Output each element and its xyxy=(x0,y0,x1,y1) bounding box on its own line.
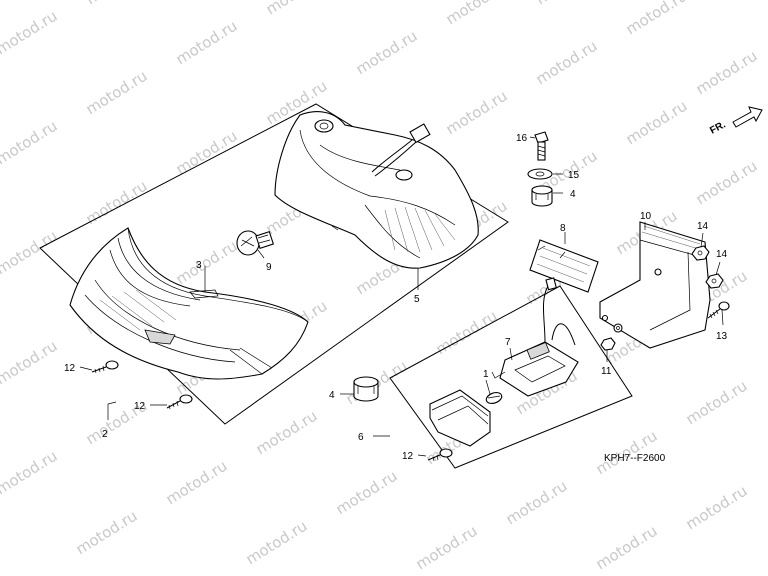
front-direction-label: FR. xyxy=(708,119,728,136)
watermark-text: motod.ru xyxy=(623,97,691,149)
watermark-text: motod.ru xyxy=(353,27,421,79)
callout-6: 6 xyxy=(358,432,364,443)
callout-15: 15 xyxy=(568,170,580,181)
watermark-text: motod.ru xyxy=(533,37,601,89)
headlight-bulb xyxy=(236,230,275,256)
callout-labels: 1 2 3 4 4 5 6 7 8 9 10 11 12 12 12 13 14… xyxy=(64,133,728,462)
washer xyxy=(527,168,553,180)
tapping-screw-13 xyxy=(707,301,730,319)
watermark-text: motod.ru xyxy=(413,522,481,574)
license-light-socket xyxy=(491,277,579,397)
watermark-text: motod.ru xyxy=(83,67,151,119)
watermark-text: motod.ru xyxy=(0,7,60,59)
watermark-text: motod.ru xyxy=(0,117,60,169)
callout-4-lower: 4 xyxy=(329,390,335,401)
front-arrow-icon xyxy=(732,106,763,128)
watermark-text: motod.ru xyxy=(173,127,241,179)
callout-12-a: 12 xyxy=(64,363,76,374)
watermark-text: motod.ru xyxy=(243,517,311,569)
callout-14-a: 14 xyxy=(697,221,709,232)
flange-nut-upper xyxy=(691,245,710,261)
leader-lines xyxy=(79,136,724,457)
callout-8: 8 xyxy=(560,223,566,234)
callout-5: 5 xyxy=(414,294,420,305)
watermark-text: motod.ru xyxy=(683,377,751,429)
watermark-text: motod.ru xyxy=(623,0,691,38)
rear-reflector xyxy=(529,239,599,293)
callout-2: 2 xyxy=(102,429,108,440)
watermark-text: motod.ru xyxy=(163,457,231,509)
license-light-assembly-frame xyxy=(389,285,633,469)
watermark-text: motod.ru xyxy=(0,227,60,279)
callout-16: 16 xyxy=(516,133,528,144)
rubber-grommet-upper xyxy=(531,185,553,207)
watermark-text: motod.ru xyxy=(0,447,60,499)
callout-9: 9 xyxy=(266,262,272,273)
callout-12-c: 12 xyxy=(402,451,414,462)
watermark-text: motod.ru xyxy=(173,237,241,289)
watermark-text: motod.ru xyxy=(173,17,241,69)
callout-14-b: 14 xyxy=(716,249,728,260)
watermark-text: motod.ru xyxy=(683,482,751,534)
front-direction-indicator: FR. xyxy=(708,106,763,137)
callout-10: 10 xyxy=(640,211,652,222)
tapping-screw-12-a xyxy=(91,360,119,374)
callout-3: 3 xyxy=(196,260,202,271)
diagram-code: KPH7--F2600 xyxy=(604,453,666,464)
watermark-text: motod.ru xyxy=(263,0,331,18)
mounting-bolt xyxy=(534,131,549,161)
watermark-text: motod.ru xyxy=(433,307,501,359)
rubber-grommet-lower xyxy=(353,376,379,402)
callout-11: 11 xyxy=(601,366,612,377)
watermark-text: motod.ru xyxy=(503,477,571,529)
watermark-text: motod.ru xyxy=(443,87,511,139)
license-light-bulb xyxy=(485,392,503,404)
watermark-text: motod.ru xyxy=(693,47,761,99)
hex-nut-11 xyxy=(600,337,616,351)
watermark-text: motod.ru xyxy=(73,507,141,559)
flange-nut-lower xyxy=(705,273,724,289)
license-light-lens xyxy=(429,389,491,447)
callout-13: 13 xyxy=(716,331,728,342)
watermark-text: motod.ru xyxy=(533,0,601,8)
headlight-lens xyxy=(69,227,309,380)
callout-4-upper: 4 xyxy=(570,189,576,200)
watermark-text: motod.ru xyxy=(593,522,661,574)
watermark-text: motod.ru xyxy=(253,407,321,459)
watermark-text: motod.ru xyxy=(693,157,761,209)
tapping-screw-12-b xyxy=(166,394,193,410)
watermark-text: motod.ru xyxy=(83,0,151,8)
tapping-screw-12-c xyxy=(427,448,453,462)
watermark-text: motod.ru xyxy=(333,467,401,519)
headlight-case xyxy=(274,111,479,269)
callout-12-b: 12 xyxy=(134,401,146,412)
watermark-text: motod.ru xyxy=(0,337,60,389)
watermark-text: motod.ru xyxy=(443,0,511,28)
callout-7: 7 xyxy=(505,337,511,348)
callout-1: 1 xyxy=(483,369,489,380)
